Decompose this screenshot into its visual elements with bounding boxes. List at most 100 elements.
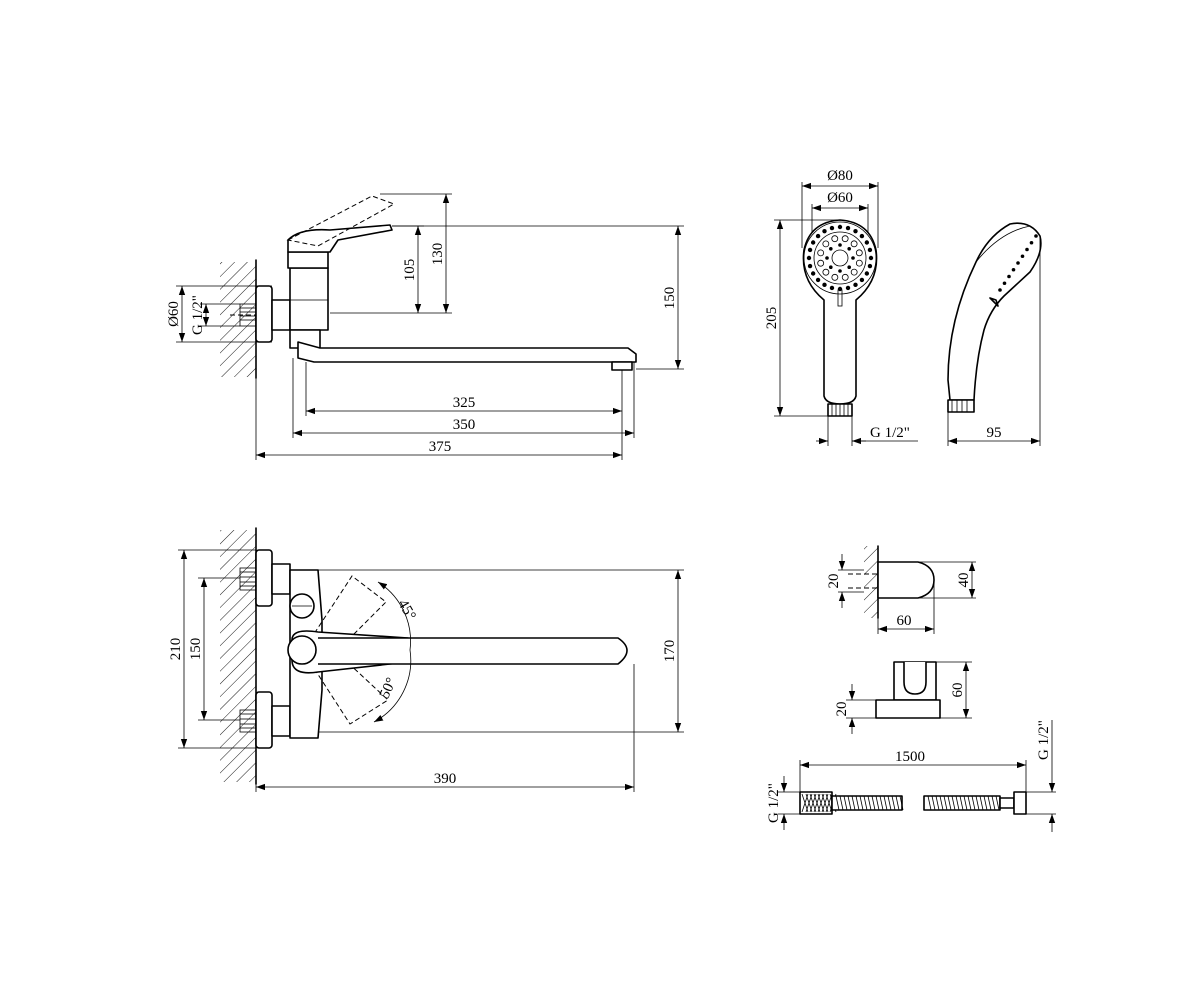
nozzle-outer — [845, 285, 851, 291]
dim-thread-shower-label: G 1/2" — [870, 425, 910, 441]
shower-face-edge — [975, 225, 1031, 263]
nozzle-outer — [845, 225, 851, 231]
eccentric-flange-side — [255, 285, 273, 343]
hose-rib — [987, 795, 992, 811]
dim-d60-shower-label: Ø60 — [827, 190, 853, 206]
hose-cone-right — [999, 797, 1015, 809]
hose-rib — [927, 795, 932, 811]
lever-base-circle — [287, 635, 317, 665]
nozzle-inner — [851, 256, 855, 260]
nozzle-outer — [867, 247, 873, 253]
hose-rib — [847, 795, 852, 811]
shower-mode-tab — [837, 289, 843, 307]
nozzle-outer — [859, 277, 865, 283]
cartridge-cap-side — [287, 251, 329, 269]
hose-rib — [983, 795, 988, 811]
nozzle-outer — [815, 277, 821, 283]
nozzle-outer — [829, 225, 835, 231]
nozzle-outer — [807, 263, 813, 269]
side-nozzle — [1029, 240, 1034, 245]
hose-rib — [843, 795, 848, 811]
nozzle-outer — [868, 255, 874, 261]
nozzle-outer — [810, 271, 816, 276]
nozzle-inner — [829, 247, 833, 251]
hose-rib — [851, 795, 856, 811]
shower-head-front-view: Ø80 Ø60 205 G 1/2" — [764, 168, 918, 446]
holder-body-side — [877, 561, 935, 599]
side-nozzle — [1016, 261, 1020, 265]
shower-face-center — [831, 249, 849, 267]
dim-375-label: 375 — [429, 439, 452, 455]
wall-holder-front-view: 20 60 — [834, 661, 972, 734]
dim-holder-60-label: 60 — [897, 613, 912, 629]
wall-holder-side-view: 20 40 60 — [826, 545, 976, 634]
hose-rib — [863, 795, 868, 811]
dim-150-top-label: 150 — [188, 638, 204, 661]
shower-face-outer-ring — [803, 221, 877, 295]
dim-1500-label: 1500 — [895, 749, 925, 765]
dim-95-label: 95 — [987, 425, 1002, 441]
nozzle-outer — [807, 247, 813, 253]
nozzle-inner — [847, 265, 851, 269]
nozzle-mid — [817, 259, 825, 267]
nozzle-mid — [831, 273, 839, 281]
hose-rib — [979, 795, 984, 811]
nozzle-outer — [837, 286, 843, 292]
hose-rib — [955, 795, 960, 811]
nozzle-mid — [822, 240, 830, 248]
side-nozzle — [1002, 281, 1007, 286]
shower-head-outline-front — [802, 219, 878, 405]
hose-rib — [875, 795, 880, 811]
hose-view: 1500 G 1/2" G 1/2" — [766, 720, 1056, 832]
dim-holder-40-label: 40 — [956, 573, 972, 588]
nozzle-inner — [847, 247, 851, 251]
shower-face-inner-ring — [813, 231, 867, 285]
shower-nozzles — [806, 224, 874, 292]
dim-105-label: 105 — [402, 259, 418, 282]
hose-rib — [991, 795, 996, 811]
dim-holder-front-20-label: 20 — [834, 702, 850, 717]
side-view: 325 350 375 150 130 105 Ø60 G 1/2" — [166, 193, 684, 460]
nozzle-outer — [864, 271, 870, 276]
hose-rib — [971, 795, 976, 811]
eccentric-nut-side — [271, 299, 291, 331]
side-nozzle — [1034, 234, 1038, 238]
dim-thread-side-label: G 1/2" — [190, 295, 206, 335]
nozzle-inner — [838, 269, 842, 273]
side-nozzle — [1020, 254, 1025, 259]
nozzle-mid — [831, 235, 839, 243]
dim-130-label: 130 — [430, 243, 446, 266]
nozzle-outer — [837, 224, 843, 230]
dim-holder-20-label: 20 — [826, 574, 842, 589]
mixer-body-side — [289, 267, 329, 331]
holder-base-front — [875, 699, 941, 719]
nozzle-mid — [841, 273, 849, 281]
dim-350-label: 350 — [453, 417, 476, 433]
aerator-side — [611, 361, 633, 371]
dim-390-label: 390 — [434, 771, 457, 787]
dim-hose-thread-right-label: G 1/2" — [1036, 720, 1052, 760]
hose-rib — [879, 795, 884, 811]
wall-section-side — [220, 262, 256, 377]
hose-rib — [883, 795, 888, 811]
nozzle-outer — [822, 228, 827, 234]
nozzle-mid — [855, 249, 863, 257]
nozzle-mid — [817, 249, 825, 257]
dim-d80-label: Ø80 — [827, 168, 853, 184]
holder-wall-section — [864, 546, 878, 618]
nozzle-outer — [815, 233, 821, 239]
hose-rib — [975, 795, 980, 811]
angle-50-label: 50° — [377, 675, 400, 701]
nozzle-mid — [841, 235, 849, 243]
hose-rib — [887, 795, 892, 811]
side-nozzle — [1011, 267, 1016, 272]
hose-rib — [859, 795, 864, 811]
spout-side — [297, 341, 637, 363]
dim-210-label: 210 — [168, 638, 184, 661]
holder-cradle-slot — [903, 662, 927, 695]
side-nozzle — [1025, 247, 1029, 252]
hose-rib — [867, 795, 872, 811]
nozzle-outer — [853, 282, 858, 288]
hose-rib — [871, 795, 876, 811]
nozzle-inner — [825, 256, 829, 260]
